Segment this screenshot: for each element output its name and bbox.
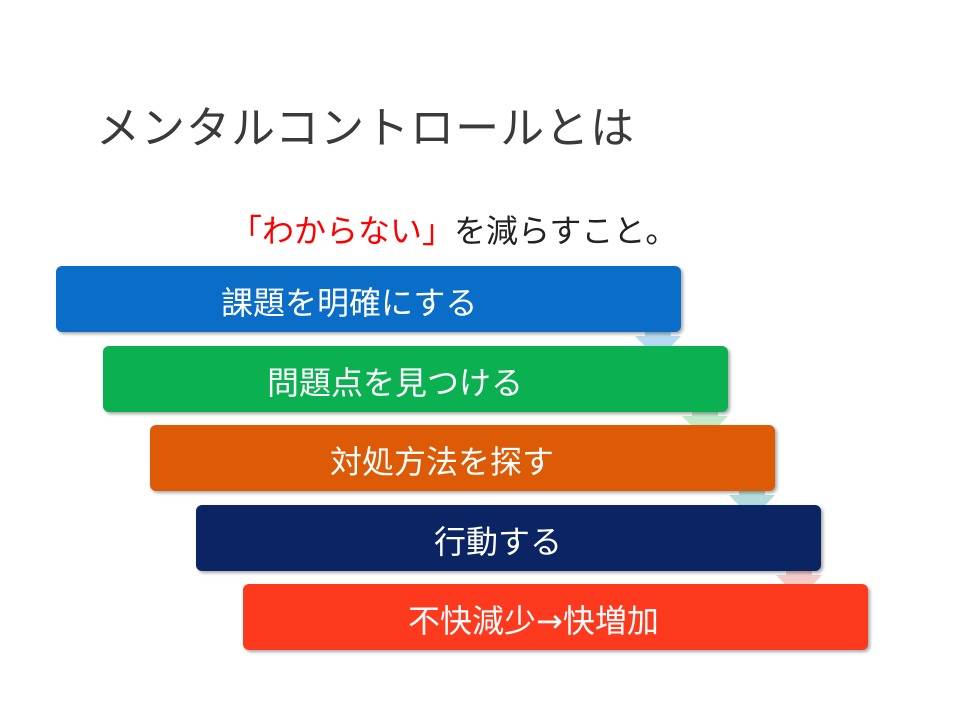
subtitle-rest: を減らすこと。 xyxy=(454,212,678,250)
slide-title: メンタルコントロールとは xyxy=(96,103,636,154)
step-label: 対処方法を探す xyxy=(330,443,555,481)
step-take-action: 行動する xyxy=(196,505,821,571)
step-result: 不快減少→快増加 xyxy=(243,584,868,650)
step-find-solution: 対処方法を探す xyxy=(150,425,775,491)
step-label: 問題点を見つける xyxy=(267,364,524,402)
step-label: 課題を明確にする xyxy=(221,284,478,322)
step-clarify-issue: 課題を明確にする xyxy=(56,266,681,332)
slide-subtitle: 「わからない」を減らすこと。 xyxy=(230,206,677,252)
step-label: 不快減少→快増加 xyxy=(408,602,659,640)
subtitle-emphasis: 「わからない」 xyxy=(230,212,455,250)
step-find-problem: 問題点を見つける xyxy=(103,346,728,412)
step-label: 行動する xyxy=(434,523,563,561)
